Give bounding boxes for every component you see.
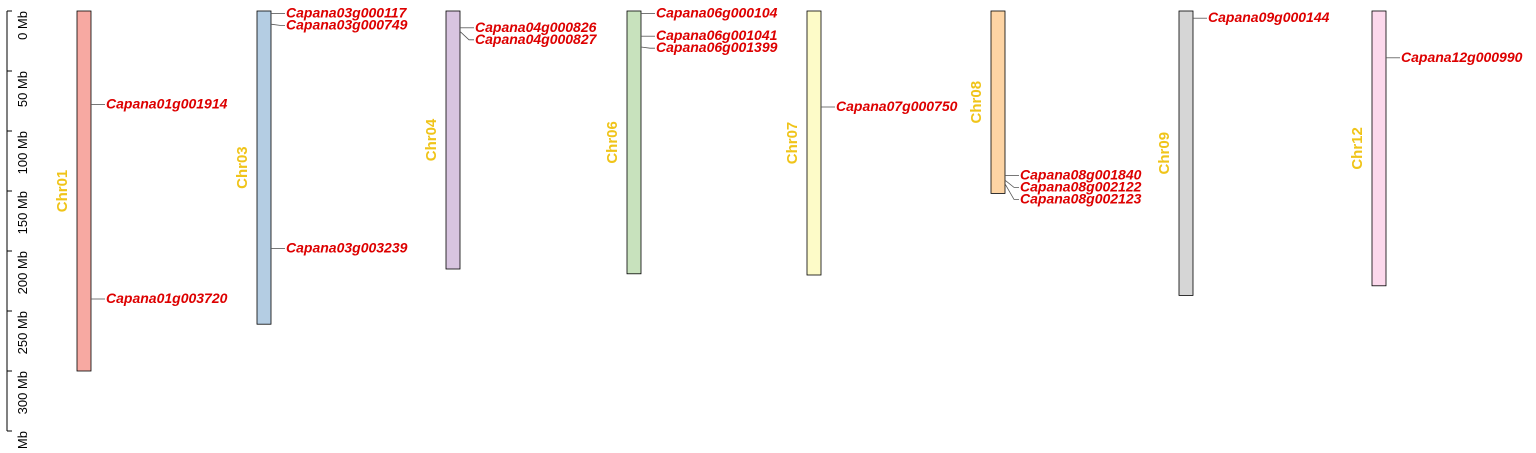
- gene-label: Capana06g000104: [656, 4, 778, 20]
- gene-marker-line: [459, 31, 474, 41]
- gene-label: Capana07g000750: [836, 98, 958, 114]
- gene-label: Capana01g001914: [106, 96, 228, 112]
- chromosome-bar: [256, 10, 272, 325]
- chromosome-chr12: Chr12 Capana12g000990: [1349, 10, 1523, 287]
- chromosome-label: Chr09: [1156, 132, 1173, 175]
- axis-tick-label: 0 Mb: [15, 11, 30, 40]
- chromosome-bar: [76, 10, 92, 372]
- gene-label: Capana09g000144: [1208, 9, 1330, 25]
- chromosome-chr09: Chr09 Capana09g000144: [1156, 9, 1330, 296]
- chromosome-bar: [1178, 10, 1194, 296]
- chromosome-bar: [626, 10, 642, 275]
- axis-tick-label: 350 Mb: [15, 431, 30, 453]
- gene-label: Capana01g003720: [106, 290, 228, 306]
- gene-marker-line: [270, 23, 285, 26]
- axis-tick-label: 100 Mb: [15, 131, 30, 174]
- axis-tick-label: 50 Mb: [15, 71, 30, 107]
- chromosome-bar: [990, 10, 1006, 194]
- axis-tick-label: 250 Mb: [15, 311, 30, 354]
- gene-label: Capana06g001399: [656, 39, 778, 55]
- axis-tick-label: 300 Mb: [15, 371, 30, 414]
- gene-label: Capana03g000117: [286, 4, 408, 20]
- gene-label: Capana08g002122: [1020, 178, 1142, 194]
- gene-label: Capana08g002123: [1020, 190, 1142, 206]
- chromosome-bar: [445, 10, 461, 270]
- chromosome-bar: [806, 10, 822, 276]
- gene-label: Capana12g000990: [1401, 49, 1523, 65]
- gene-label: Capana04g000826: [475, 19, 597, 35]
- gene-label: Capana08g001840: [1020, 166, 1142, 182]
- chromosome-chr03: Chr03 Capana03g000117Capana03g000749Capan…: [234, 4, 408, 325]
- chromosome-label: Chr06: [604, 121, 621, 164]
- chromosome-chr07: Chr07 Capana07g000750: [784, 10, 958, 276]
- gene-label: Capana03g003239: [286, 240, 408, 256]
- chromosome-label: Chr04: [423, 118, 440, 161]
- chromosome-label: Chr08: [968, 81, 985, 124]
- gene-label: Capana06g001041: [656, 27, 778, 43]
- chromosome-label: Chr12: [1349, 127, 1366, 170]
- axis-tick-label: 150 Mb: [15, 191, 30, 234]
- gene-marker-line: [1004, 179, 1019, 188]
- gene-label: Capana03g000749: [286, 16, 408, 32]
- gene-label: Capana04g000827: [475, 31, 598, 47]
- axis-tick-label: 200 Mb: [15, 251, 30, 294]
- gene-marker-line: [640, 46, 655, 49]
- chromosome-chr08: Chr08Capana08g001840Capana08g002122Capan…: [968, 10, 1142, 206]
- chromosome-label: Chr07: [784, 122, 801, 165]
- chromosome-bar: [1371, 10, 1387, 287]
- length-axis: 0 Mb 50 Mb 100 Mb 150 Mb 200 Mb 250 Mb 300 Mb 3…: [6, 10, 30, 453]
- gene-marker-line: [1004, 183, 1019, 200]
- chromosome-label: Chr01: [54, 170, 71, 213]
- chromosome-chr06: Chr06 Capana06g000104Capana06g001041Capan…: [604, 4, 778, 275]
- chromosome-label: Chr03: [234, 146, 251, 189]
